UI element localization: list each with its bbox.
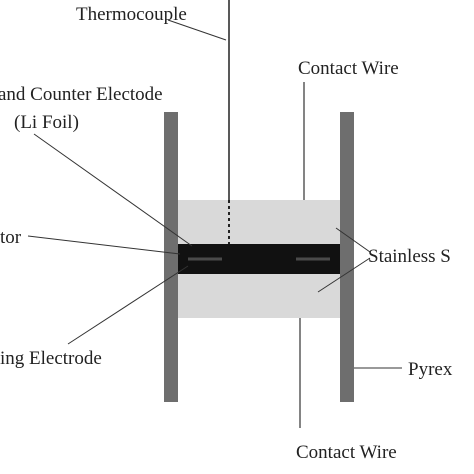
label-pyrex: Pyrex (408, 359, 453, 380)
label-stainless: Stainless S (368, 246, 451, 267)
leader-separator (27, 235, 181, 255)
label-contact-wire-bottom: Contact Wire (296, 442, 397, 463)
label-working-electrode: ing Electrode (0, 348, 102, 369)
label-counter-electrode-line1: and Counter Electode (0, 84, 163, 105)
label-thermocouple: Thermocouple (76, 4, 187, 25)
pyrex-wall-right (340, 112, 354, 402)
pyrex-wall-left (164, 112, 178, 402)
leader-thermocouple (167, 19, 227, 41)
leader-stainless (335, 227, 371, 253)
leader-stainless-2 (317, 257, 371, 293)
label-contact-wire-top: Contact Wire (298, 58, 399, 79)
label-counter-electrode-line2: (Li Foil) (14, 112, 79, 133)
leader-counter-electrode (33, 133, 193, 247)
stainless-block-top (178, 200, 340, 244)
leader-working-electrode (67, 265, 189, 345)
stainless-block-bottom (178, 274, 340, 318)
label-separator: tor (0, 227, 22, 248)
